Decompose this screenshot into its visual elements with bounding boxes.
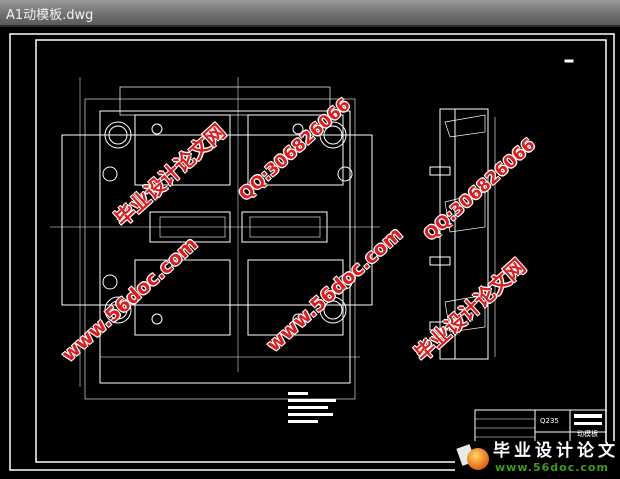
outer-frame [9, 33, 615, 471]
side-view [429, 108, 496, 360]
material-label: Q235 [540, 417, 559, 425]
logo-name: 毕业设计论文网 [493, 441, 620, 461]
cad-drawing [9, 33, 615, 471]
logo-url: www.56doc.com [495, 461, 609, 474]
front-view [50, 77, 380, 400]
window-title: A1动模板.dwg [6, 8, 94, 23]
drawing-canvas[interactable]: Q235 动模板 [0, 27, 620, 475]
site-logo: 毕业设计论文网 www.56doc.com [455, 441, 620, 475]
inner-frame [35, 39, 607, 463]
technical-notes [288, 392, 336, 423]
orange-ball-icon [467, 448, 489, 470]
note-mark [564, 59, 574, 63]
part-name-label: 动模板 [577, 430, 598, 438]
title-bar: A1动模板.dwg [0, 0, 620, 27]
